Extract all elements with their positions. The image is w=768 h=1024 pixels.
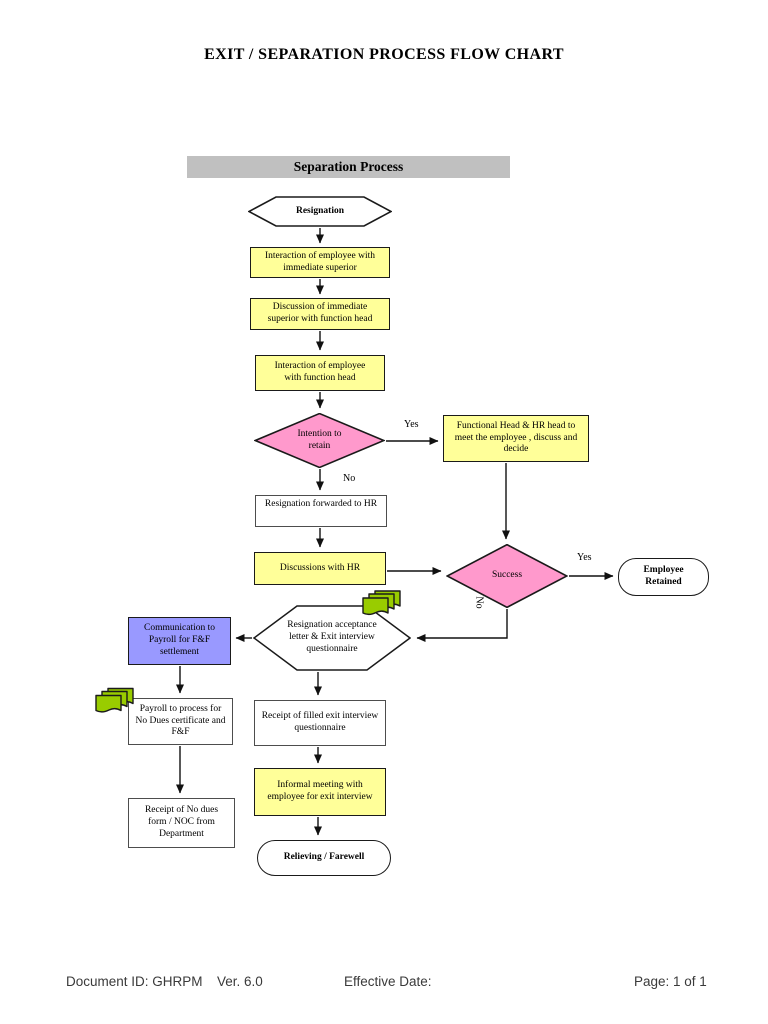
node-receipt-exit-questionnaire: Receipt of filled exit interview questio… <box>254 700 386 746</box>
node-resignation-label: Resignation <box>295 205 345 216</box>
node-communication-payroll: Communication to Payroll for F&F settlem… <box>128 617 231 665</box>
decision-success: Success <box>446 544 568 608</box>
footer-page-number: Page: 1 of 1 <box>634 974 707 989</box>
edge-label-no: No <box>473 596 485 609</box>
page-title: EXIT / SEPARATION PROCESS FLOW CHART <box>204 46 564 63</box>
edge-label-yes: Yes <box>577 552 592 563</box>
edge-label-yes: Yes <box>404 419 419 430</box>
decision-label: Success <box>491 570 523 581</box>
node-label: Receipt of No dues form / NOC from Depar… <box>144 805 219 839</box>
documents-stack-icon <box>95 687 134 713</box>
node-discussion-function-head: Discussion of immediate superior with fu… <box>250 298 390 330</box>
node-label: Discussions with HR <box>279 562 361 573</box>
node-label: Resignation forwarded to HR <box>264 499 378 509</box>
node-label: Discussion of immediate superior with fu… <box>267 302 373 324</box>
node-label: Payroll to process for No Dues certifica… <box>135 703 226 738</box>
node-label: Functional Head & HR head to meet the em… <box>454 420 578 455</box>
node-interaction-immediate-superior: Interaction of employee with immediate s… <box>250 247 390 278</box>
edge-label-no: No <box>343 473 356 484</box>
node-payroll-process: Payroll to process for No Dues certifica… <box>128 698 233 745</box>
decision-intention-to-retain: Intention to retain <box>254 413 385 468</box>
node-functional-head-meet: Functional Head & HR head to meet the em… <box>443 415 589 462</box>
node-label: Relieving / Farewell <box>283 852 365 863</box>
node-label: Employee Retained <box>643 565 684 587</box>
node-employee-retained: Employee Retained <box>618 558 709 596</box>
node-label: Resignation acceptance letter & Exit int… <box>287 620 377 654</box>
node-informal-meeting: Informal meeting with employee for exit … <box>254 768 386 816</box>
section-banner: Separation Process <box>187 156 510 178</box>
node-receipt-no-dues: Receipt of No dues form / NOC from Depar… <box>128 798 235 848</box>
node-resignation-forwarded-hr: Resignation forwarded to HR <box>255 495 387 527</box>
node-resignation: Resignation <box>248 196 392 227</box>
node-label: Informal meeting with employee for exit … <box>267 780 373 802</box>
node-interaction-function-head: Interaction of employee with function he… <box>255 355 385 391</box>
node-discussions-with-hr: Discussions with HR <box>254 552 386 585</box>
footer-document-id: Document ID: GHRPM <box>66 974 203 989</box>
node-label: Interaction of employee with function he… <box>274 361 366 383</box>
footer-version: Ver. 6.0 <box>217 974 263 989</box>
node-relieving-farewell: Relieving / Farewell <box>257 840 391 876</box>
node-label: Communication to Payroll for F&F settlem… <box>144 623 215 657</box>
decision-label: Intention to retain <box>297 428 342 451</box>
node-label: Receipt of filled exit interview questio… <box>261 711 379 733</box>
footer-effective-date: Effective Date: <box>344 974 432 989</box>
documents-stack-icon <box>362 590 401 616</box>
node-label: Interaction of employee with immediate s… <box>264 250 375 273</box>
